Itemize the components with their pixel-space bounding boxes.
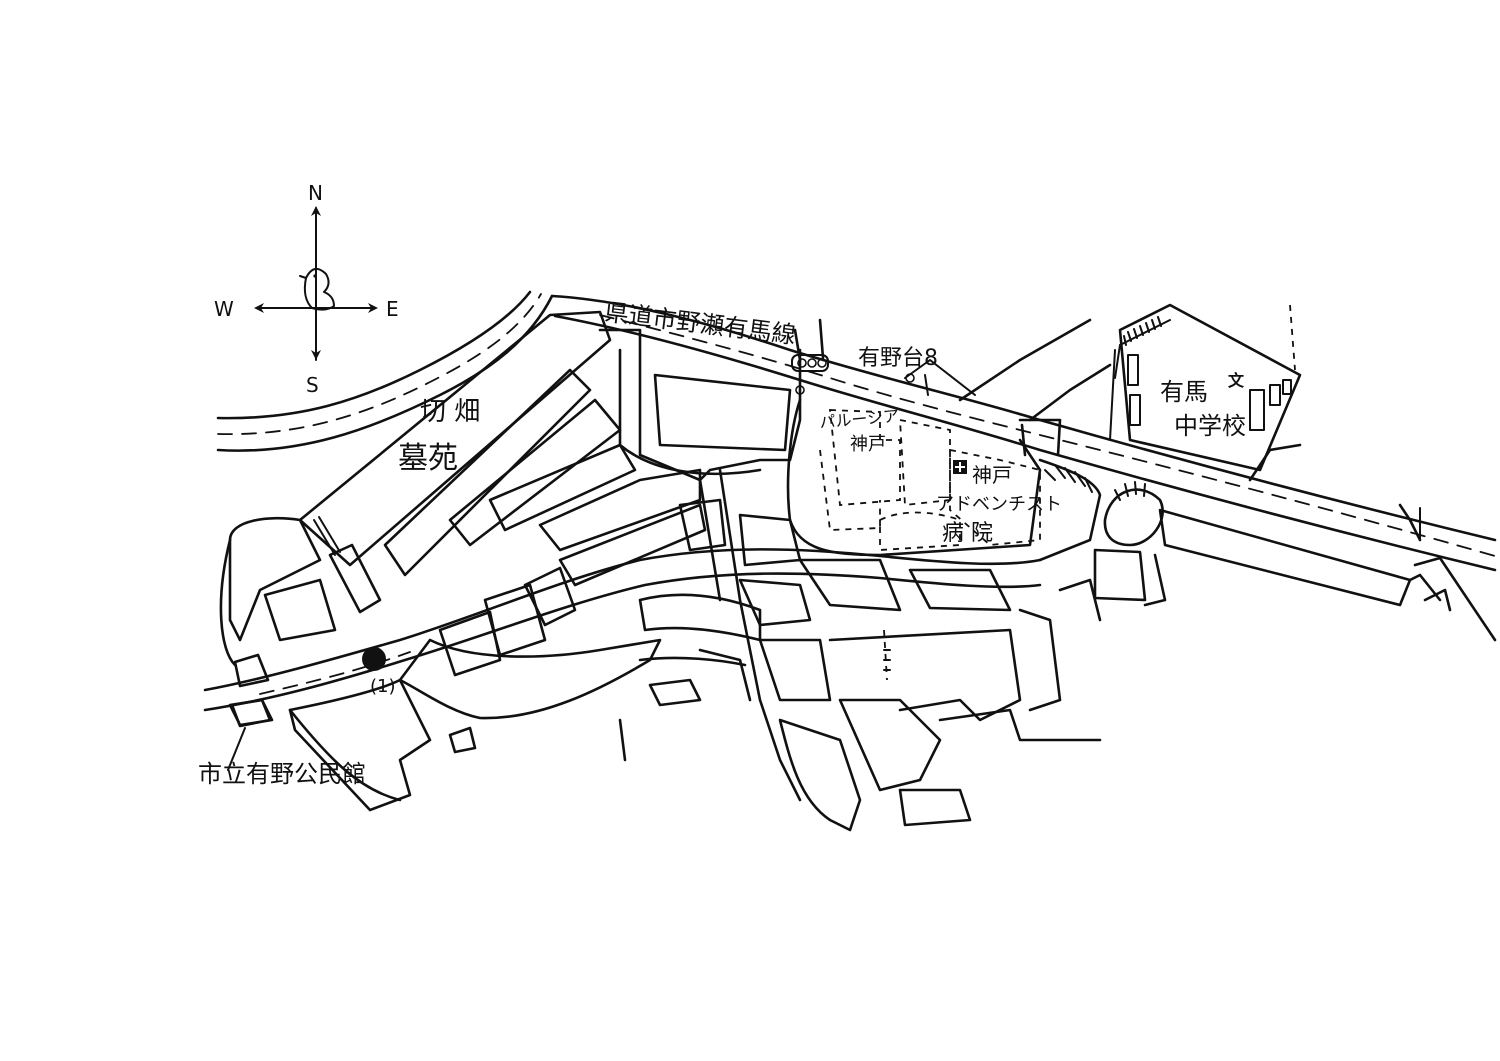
south-left-blocks — [228, 566, 662, 812]
hospital-label-3: 病 院 — [942, 521, 993, 546]
west-arrow-icon — [254, 303, 264, 313]
hospital-label-1: 神戸 — [972, 463, 1012, 487]
east-arrow-icon — [368, 303, 378, 313]
school-label-2: 中学校 — [1174, 412, 1246, 440]
compass-north-label: N — [308, 181, 323, 205]
expressway-west — [216, 290, 554, 452]
kirihata-cemetery-label-1: 切 畑 — [420, 397, 480, 427]
northeast-roads — [958, 318, 1112, 457]
east-blocks — [1038, 443, 1497, 642]
arima-junior-high-school: 文 — [1109, 303, 1302, 472]
left-loop-roads — [219, 538, 627, 802]
compass-south-label: S — [306, 373, 319, 397]
marker-dot-icon — [362, 647, 386, 671]
arinodai-leader — [904, 359, 976, 396]
compass-west-label: W — [214, 297, 234, 321]
compass-east-label: E — [386, 297, 399, 321]
compass-rose: N S E W — [214, 181, 399, 397]
north-arrow-icon — [311, 206, 321, 216]
location-marker: (1) — [362, 647, 396, 697]
community-hall — [227, 698, 272, 771]
marker-number-label: (1) — [370, 676, 396, 697]
middle-north-blocks — [598, 318, 825, 482]
community-hall-label: 市立有野公民館 — [198, 760, 366, 788]
parusia-label-2: 神戸 — [850, 434, 886, 455]
hospital-cross-icon — [953, 460, 967, 474]
hospital-label-2: アドベンチスト — [936, 494, 1062, 515]
central-south-blocks — [638, 468, 1102, 832]
school-label-1: 有馬 — [1160, 378, 1208, 406]
school-symbol-icon: 文 — [1228, 371, 1245, 390]
kirihata-cemetery-label-2: 墓苑 — [398, 441, 458, 476]
arinodai-8-label: 有野台8 — [858, 346, 938, 371]
bird-icon — [299, 267, 335, 311]
south-arrow-icon — [311, 350, 321, 360]
